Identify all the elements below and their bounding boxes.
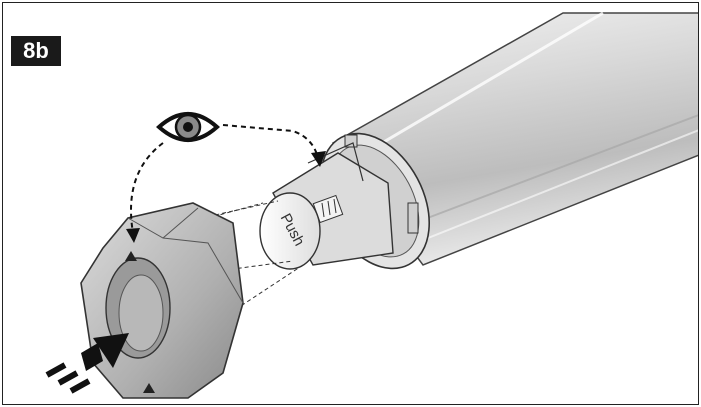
eye-icon <box>156 112 220 142</box>
insert-arrow-icon <box>45 333 129 394</box>
alignment-notch <box>125 251 137 261</box>
assembly-illustration: Push <box>45 11 698 399</box>
push-cap <box>259 192 321 270</box>
view-arrow-right <box>222 124 326 167</box>
step-badge: 8b <box>11 36 61 66</box>
view-arrow-left <box>126 142 164 243</box>
drive-crown: Push <box>259 142 394 270</box>
adapter-ring <box>80 202 244 399</box>
